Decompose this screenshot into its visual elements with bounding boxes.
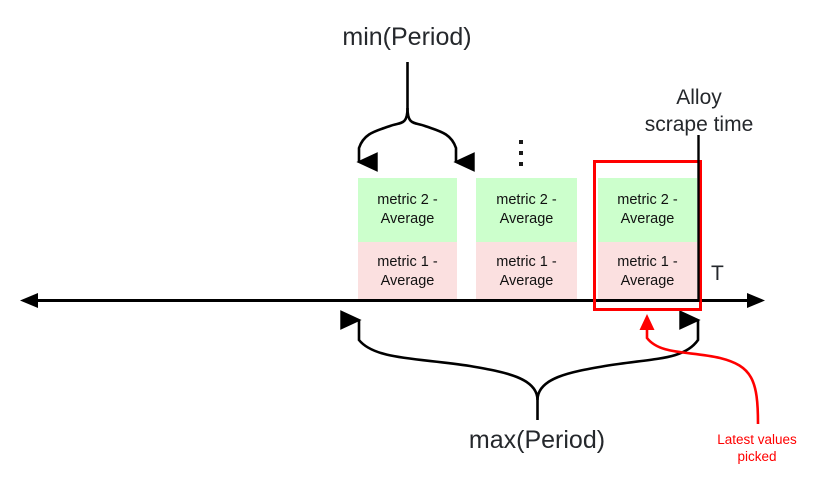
latest-values-highlight-box: [593, 160, 702, 311]
max-period-brace-arrow: [340, 310, 701, 420]
block-3-metric1-rect: [598, 242, 697, 300]
min-period-brace-arrow: [356, 62, 475, 172]
block-1-metric2-rect: [358, 178, 457, 242]
max-period-label: max(Period): [468, 426, 606, 454]
min-period-left-branch: [356, 107, 409, 172]
metric-blocks-group: [358, 178, 697, 300]
block-1-metric1-rect: [358, 242, 457, 300]
latest-values-arrow-curve: [645, 326, 760, 425]
time-axis-right-arrowhead: [747, 293, 765, 308]
block-2-metric2-rect: [476, 178, 577, 242]
axis-label-t: T: [711, 262, 724, 285]
latest-values-picked-label: Latest values picked: [717, 432, 797, 464]
alloy-scrape-time-label: Alloy scrape time: [644, 86, 754, 136]
vertical-ellipsis-icon: [518, 140, 524, 166]
min-period-label: min(Period): [342, 23, 472, 51]
latest-values-arrowhead: [639, 314, 655, 330]
time-axis-group: [20, 293, 765, 308]
max-period-left-branch: [340, 310, 539, 401]
latest-values-annotation-arrow: [639, 314, 760, 425]
time-axis-left-arrowhead: [20, 293, 38, 308]
max-period-right-branch: [536, 310, 701, 401]
block-3-metric2-rect: [598, 178, 697, 242]
min-period-right-branch: [406, 107, 475, 172]
block-2-metric1-rect: [476, 242, 577, 300]
